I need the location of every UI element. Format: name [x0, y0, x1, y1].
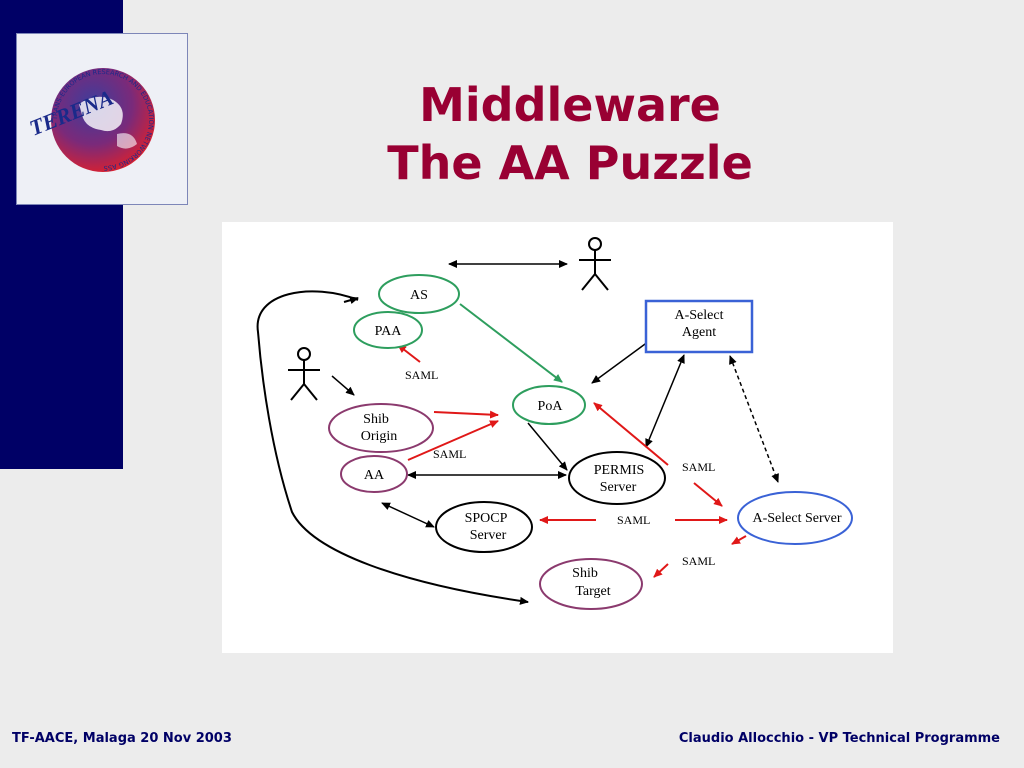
user-to-shib-link [331, 375, 355, 396]
node-aselect-server-label: A-Select Server [752, 511, 841, 526]
node-shib-target-label-1: Shib [572, 566, 598, 581]
node-aa-label: AA [364, 468, 385, 483]
terena-logo-graphic: TERENA TRANS-EUROPEAN RESEARCH AND EDUCA… [17, 34, 155, 172]
node-aselect-agent-label-1: A-Select [675, 308, 724, 323]
shib-to-poa-arrow [433, 410, 499, 419]
aa-puzzle-diagram: AS PAA Shib Origin AA PoA PERMIS Server … [256, 237, 853, 610]
node-shib-target-label-2: Target [575, 584, 610, 599]
agent-aselect-server-link [729, 355, 779, 483]
node-paa-label: PAA [375, 324, 403, 339]
title-line-1: Middleware [419, 78, 721, 132]
node-as: AS [378, 274, 460, 314]
saml-label-1: SAML [405, 368, 438, 382]
node-shib-origin-label-1: Shib [363, 412, 389, 427]
permis-to-poa-arrow [593, 402, 669, 466]
node-aselect-agent: A-Select Agent [644, 299, 754, 354]
node-spocp-label-1: SPOCP [465, 511, 508, 526]
aa-to-poa-arrow [407, 420, 499, 461]
as-poa-link [459, 303, 563, 383]
footer-event: TF-AACE, Malaga 20 Nov 2003 [12, 731, 232, 746]
terena-logo: TERENA TRANS-EUROPEAN RESEARCH AND EDUCA… [16, 33, 188, 205]
node-aselect-agent-label-2: Agent [682, 325, 716, 340]
node-shib-target: Shib Target [539, 558, 643, 610]
saml-to-shib-target-arrow [653, 563, 669, 578]
node-aselect-server: A-Select Server [737, 491, 853, 545]
node-permis-label-2: Server [600, 480, 637, 495]
diagram-panel: AS PAA Shib Origin AA PoA PERMIS Server … [222, 222, 893, 653]
aa-spocp-link [381, 502, 435, 528]
slide-title: Middleware The AA Puzzle [300, 76, 840, 192]
saml-label-4: SAML [617, 513, 650, 527]
node-poa: PoA [512, 385, 586, 425]
saml-label-3: SAML [682, 460, 715, 474]
node-as-label: AS [410, 288, 428, 303]
node-paa: PAA [353, 311, 423, 349]
node-spocp-server: SPOCP Server [435, 501, 533, 553]
saml-to-paa-arrow [397, 344, 421, 363]
user-figure-top [579, 237, 611, 291]
loop-to-as-tip [343, 296, 359, 305]
node-spocp-label-2: Server [470, 528, 507, 543]
footer-author: Claudio Allocchio - VP Technical Program… [678, 731, 1000, 746]
node-poa-label: PoA [538, 399, 564, 414]
aselect-to-saml-arrow [731, 535, 747, 545]
title-line-2: The AA Puzzle [387, 136, 753, 190]
long-loop-arrow [256, 290, 529, 605]
node-shib-origin: Shib Origin [328, 403, 434, 453]
node-permis-label-1: PERMIS [594, 463, 645, 478]
saml-label-2: SAML [433, 447, 466, 461]
agent-permis-link [645, 354, 685, 448]
poa-permis-link [527, 422, 568, 471]
saml-to-aselect-arrow [693, 482, 723, 507]
saml-label-5: SAML [682, 554, 715, 568]
node-aa: AA [340, 455, 408, 493]
user-figure-left [288, 347, 320, 401]
node-shib-origin-label-2: Origin [361, 429, 398, 444]
node-permis-server: PERMIS Server [568, 451, 666, 505]
